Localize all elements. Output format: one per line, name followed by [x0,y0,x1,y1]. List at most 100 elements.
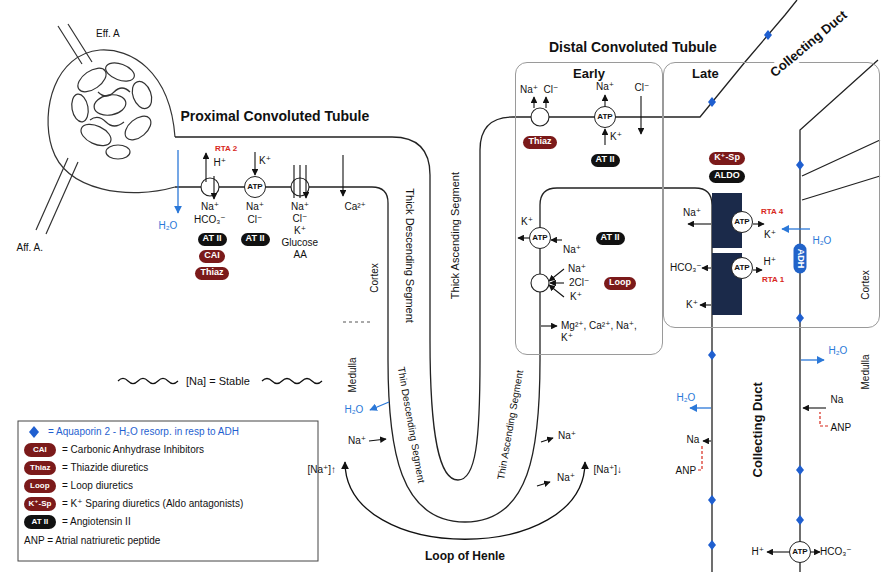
section-title: Collecting Duct [765,6,851,82]
ion-label: H₂O [829,345,848,357]
badge-text: Loop [30,481,50,491]
vessel-label: Eff. A [96,28,120,40]
ion-label: Mg²⁺, Ca²⁺, Na⁺, K⁺ [561,320,643,344]
ion-label: K⁺ [610,131,622,143]
node-text: Late [692,66,719,81]
node-text: Early [573,66,605,81]
aquaporin-diamond [29,30,804,550]
segment-region: EarlyATP Thiaz AT II ATP AT II Loop [515,62,663,355]
node-text: Loop [609,278,631,288]
ion-label: K⁺ [764,229,776,241]
ion-label: H⁺ [214,157,227,169]
atp-pump: ATP [529,227,551,249]
transporter [201,108,549,292]
ion-label: K⁺ [521,216,533,228]
ion-label: H₂O [159,220,178,232]
node-text: ATP [597,113,612,121]
section-title: Proximal Convoluted Tubule [181,108,370,125]
atp-pump: ATP [731,211,753,233]
node-text: Thiaz [200,268,223,278]
glomerulus [36,24,175,234]
rta-label: RTA 2 [215,144,237,154]
ion-label: H⁺ [752,546,765,558]
section-title: Loop of Henle [425,549,505,563]
ion-label: Na⁺ [520,84,538,96]
water-arrow [178,150,824,410]
drug-badge: Loop [604,277,636,290]
ion-label: HCO₃⁻ [194,214,226,226]
node-text: AT II [246,234,265,244]
segment-label: Thin Ascending Segment [495,369,526,481]
rta-label: RTA 1 [762,275,784,285]
badge-text: CAI [33,445,47,455]
ion-label: K⁺ [294,225,306,237]
legend-text: = K⁺ Sparing diuretics (Aldo antagonists… [62,498,243,510]
ion-label: Na⁺ [291,201,309,213]
drug-badge: K⁺-Sp [709,152,745,165]
badge-text: AT II [32,517,49,527]
ion-label: Na⁺ [201,201,219,213]
ion-label: Cl⁻ [293,213,308,225]
node-text: ATP [792,548,807,556]
ion-label: H₂O [345,404,364,416]
node-text: AT II [601,233,620,243]
rta-label: RTA 4 [761,207,783,217]
drug-badge: CAI [199,250,225,263]
tubule-wall [175,0,880,572]
segment-label: Thick Ascending Segment [449,172,462,299]
zone-label: Cortex [859,270,871,299]
node-text: CAI [204,251,220,261]
ion-label: Glucose [282,237,319,249]
node-text: AT II [203,234,222,244]
badge-text: K⁺-Sp [29,499,52,509]
ion-label: Cl⁻ [544,84,559,96]
ion-label: AA [294,249,307,261]
node-text: ATP [734,264,749,272]
hormone-label: ANP [676,465,697,477]
legend-text: = Thiazide diuretics [62,462,148,474]
drug-badge: AT II [591,154,620,167]
gradient-label: [Na⁺]↑ [308,464,337,476]
legend-text: = Carbonic Anhydrase Inhibitors [62,444,204,456]
hormone-badge: ADH [794,243,807,273]
zone-label: Medulla [859,354,871,389]
drug-badge: AT II [241,233,270,246]
atp-pump: ATP [789,541,811,563]
ion-arrow [206,95,826,552]
zone-label: Medulla [346,357,358,392]
ion-label: Na⁺ [563,244,581,256]
drug-badge: AT II [596,232,625,245]
drug-badge: ALDO [709,170,745,183]
node-text: K⁺-Sp [714,153,740,163]
ion-label: K⁺ [686,299,698,311]
ion-label: Ca²⁺ [345,201,366,213]
drug-badge: Thiaz [523,136,557,149]
ion-label: HCO₃⁻ [820,546,852,558]
node-text: Thiaz [528,137,551,147]
note-label: [Na] = Stable [186,375,250,388]
ion-label: Na⁺ [246,201,264,213]
node-text: ALDO [714,171,740,181]
drug-badge: AT II [198,233,227,246]
ion-label: Na [687,434,700,446]
hormone-label: ANP [831,422,852,434]
legend-text: = Loop diuretics [62,480,133,492]
legend-text: ANP = Atrial natriuretic peptide [24,535,160,547]
segment-label: Thick Descending Segment [402,188,415,323]
atp-pump: ATP [244,176,266,198]
zone-label: Cortex [368,263,380,292]
legend-box [18,421,318,561]
ion-label: Na⁺ [568,263,586,275]
legend-text: = Aquaporin 2 - H₂O resorp. in resp to A… [48,426,239,438]
gradient-arc [345,462,585,539]
zone-divider [343,322,370,323]
gradient-label: [Na⁺]↓ [594,464,623,476]
ion-label: Na⁺ [348,435,366,447]
ion-label: H₂O [677,392,696,404]
atp-pump: ATP [731,257,753,279]
ion-label: Cl⁻ [635,82,650,94]
atp-pump: ATP [594,106,616,128]
node-text: ATP [532,234,547,242]
legend-text: = Angiotensin II [62,516,131,528]
ion-label: Na⁺ [558,430,576,442]
